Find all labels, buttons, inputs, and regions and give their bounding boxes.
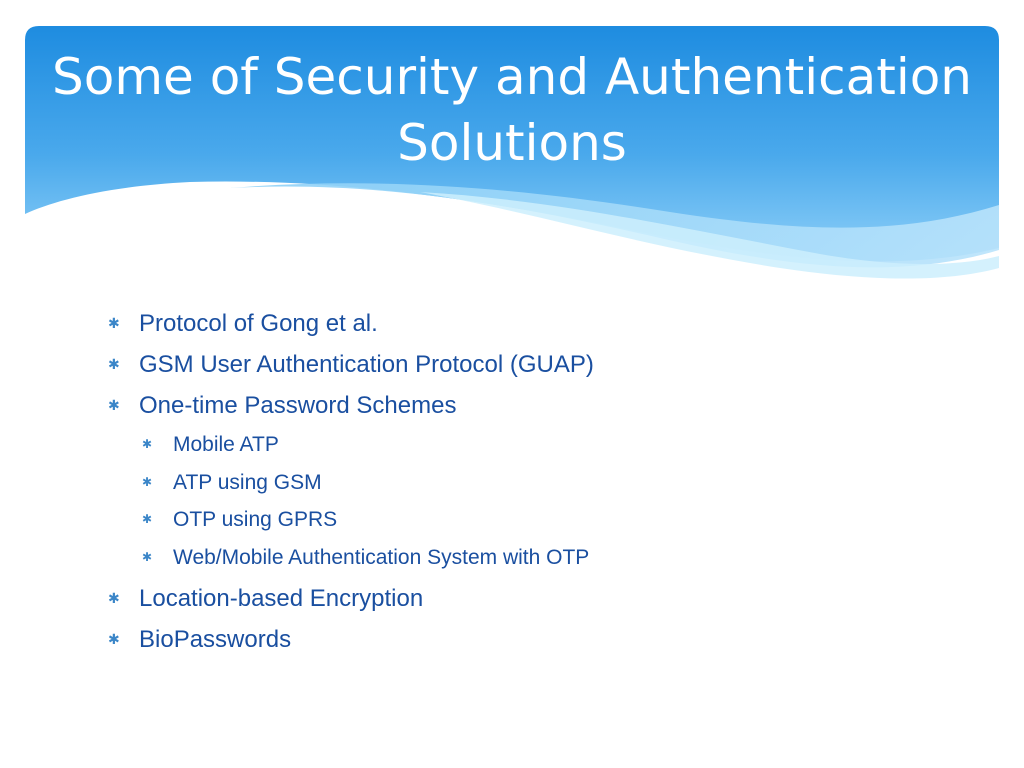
asterisk-icon: ✱ <box>142 549 153 564</box>
list-item: ✱ One-time Password Schemes <box>108 385 968 426</box>
sub-list-item: ✱ Web/Mobile Authentication System with … <box>108 539 968 577</box>
banner-background <box>25 26 999 262</box>
asterisk-icon: ✱ <box>108 590 120 606</box>
title-banner <box>25 26 999 279</box>
asterisk-icon: ✱ <box>108 397 120 413</box>
sub-bullet-list: ✱ Mobile ATP ✱ ATP using GSM ✱ OTP using… <box>108 426 968 576</box>
sub-list-item-text: Web/Mobile Authentication System with OT… <box>173 545 590 569</box>
list-item: ✱ Protocol of Gong et al. <box>108 303 968 344</box>
list-item-text: One-time Password Schemes <box>139 392 457 419</box>
asterisk-icon: ✱ <box>108 631 120 647</box>
sub-list-item: ✱ Mobile ATP <box>108 426 968 464</box>
slide-title: Some of Security and Authentication Solu… <box>40 44 984 176</box>
sub-list-item: ✱ ATP using GSM <box>108 464 968 502</box>
list-item-text: GSM User Authentication Protocol (GUAP) <box>139 351 594 378</box>
bullet-list-continued: ✱ Location-based Encryption ✱ BioPasswor… <box>108 578 968 660</box>
sub-list-item-text: OTP using GPRS <box>173 508 338 531</box>
bullet-list-container: ✱ Protocol of Gong et al. ✱ GSM User Aut… <box>108 303 968 660</box>
list-item-text: BioPasswords <box>139 626 292 653</box>
title-line-2: Solutions <box>397 114 627 172</box>
list-item: ✱ GSM User Authentication Protocol (GUAP… <box>108 344 968 385</box>
sub-list-item-text: ATP using GSM <box>173 470 322 494</box>
sub-list-item-text: Mobile ATP <box>173 433 279 456</box>
banner-wave-highlight <box>420 192 999 279</box>
asterisk-icon: ✱ <box>142 474 153 489</box>
sub-list-item: ✱ OTP using GPRS <box>108 501 968 539</box>
list-item: ✱ BioPasswords <box>108 619 968 660</box>
title-line-1: Some of Security and Authentication <box>52 48 972 106</box>
list-item-text: Location-based Encryption <box>139 585 424 612</box>
list-item: ✱ Location-based Encryption <box>108 578 968 619</box>
bullet-list: ✱ Protocol of Gong et al. ✱ GSM User Aut… <box>108 303 968 426</box>
asterisk-icon: ✱ <box>108 356 120 372</box>
list-item-text: Protocol of Gong et al. <box>139 310 378 337</box>
asterisk-icon: ✱ <box>142 437 153 451</box>
asterisk-icon: ✱ <box>142 512 153 526</box>
asterisk-icon: ✱ <box>108 315 120 331</box>
